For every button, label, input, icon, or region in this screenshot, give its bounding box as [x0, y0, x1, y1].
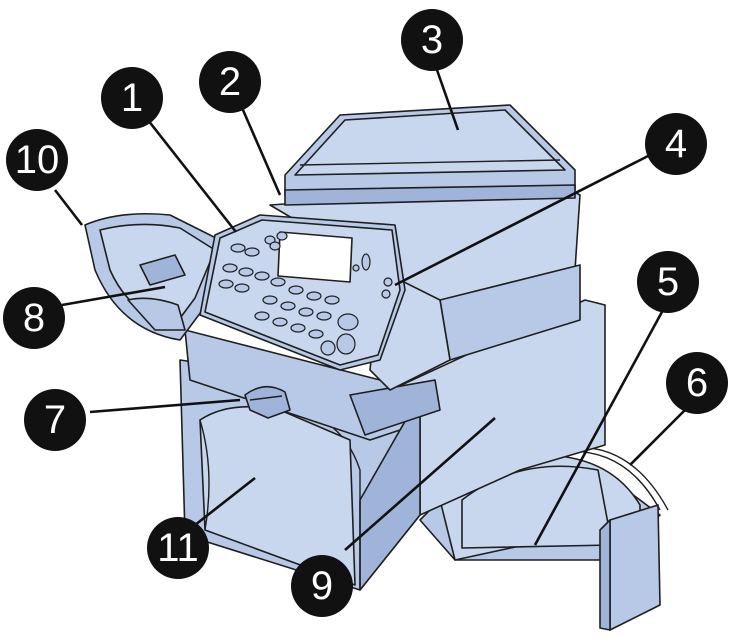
scale-lid — [285, 105, 575, 205]
callout-8: 8 — [3, 287, 65, 349]
svg-text:3: 3 — [421, 18, 443, 62]
svg-text:1: 1 — [121, 76, 143, 120]
svg-text:4: 4 — [665, 122, 687, 166]
svg-text:9: 9 — [311, 564, 333, 608]
callout-7: 7 — [24, 389, 86, 451]
svg-text:5: 5 — [657, 260, 679, 304]
callout-5: 5 — [637, 251, 699, 313]
svg-text:8: 8 — [23, 296, 45, 340]
callout-1: 1 — [101, 67, 163, 129]
svg-text:6: 6 — [686, 361, 708, 405]
callout-6: 6 — [666, 352, 728, 414]
lcd-display — [278, 232, 352, 282]
callout-4: 4 — [645, 113, 707, 175]
callout-3: 3 — [401, 9, 463, 71]
svg-text:7: 7 — [44, 398, 66, 442]
svg-text:10: 10 — [15, 138, 60, 182]
callout-9: 9 — [291, 555, 353, 617]
callout-11: 11 — [147, 517, 209, 579]
callout-10: 10 — [6, 129, 68, 191]
svg-text:2: 2 — [219, 60, 241, 104]
callout-2: 2 — [199, 51, 261, 113]
svg-text:11: 11 — [157, 526, 199, 570]
